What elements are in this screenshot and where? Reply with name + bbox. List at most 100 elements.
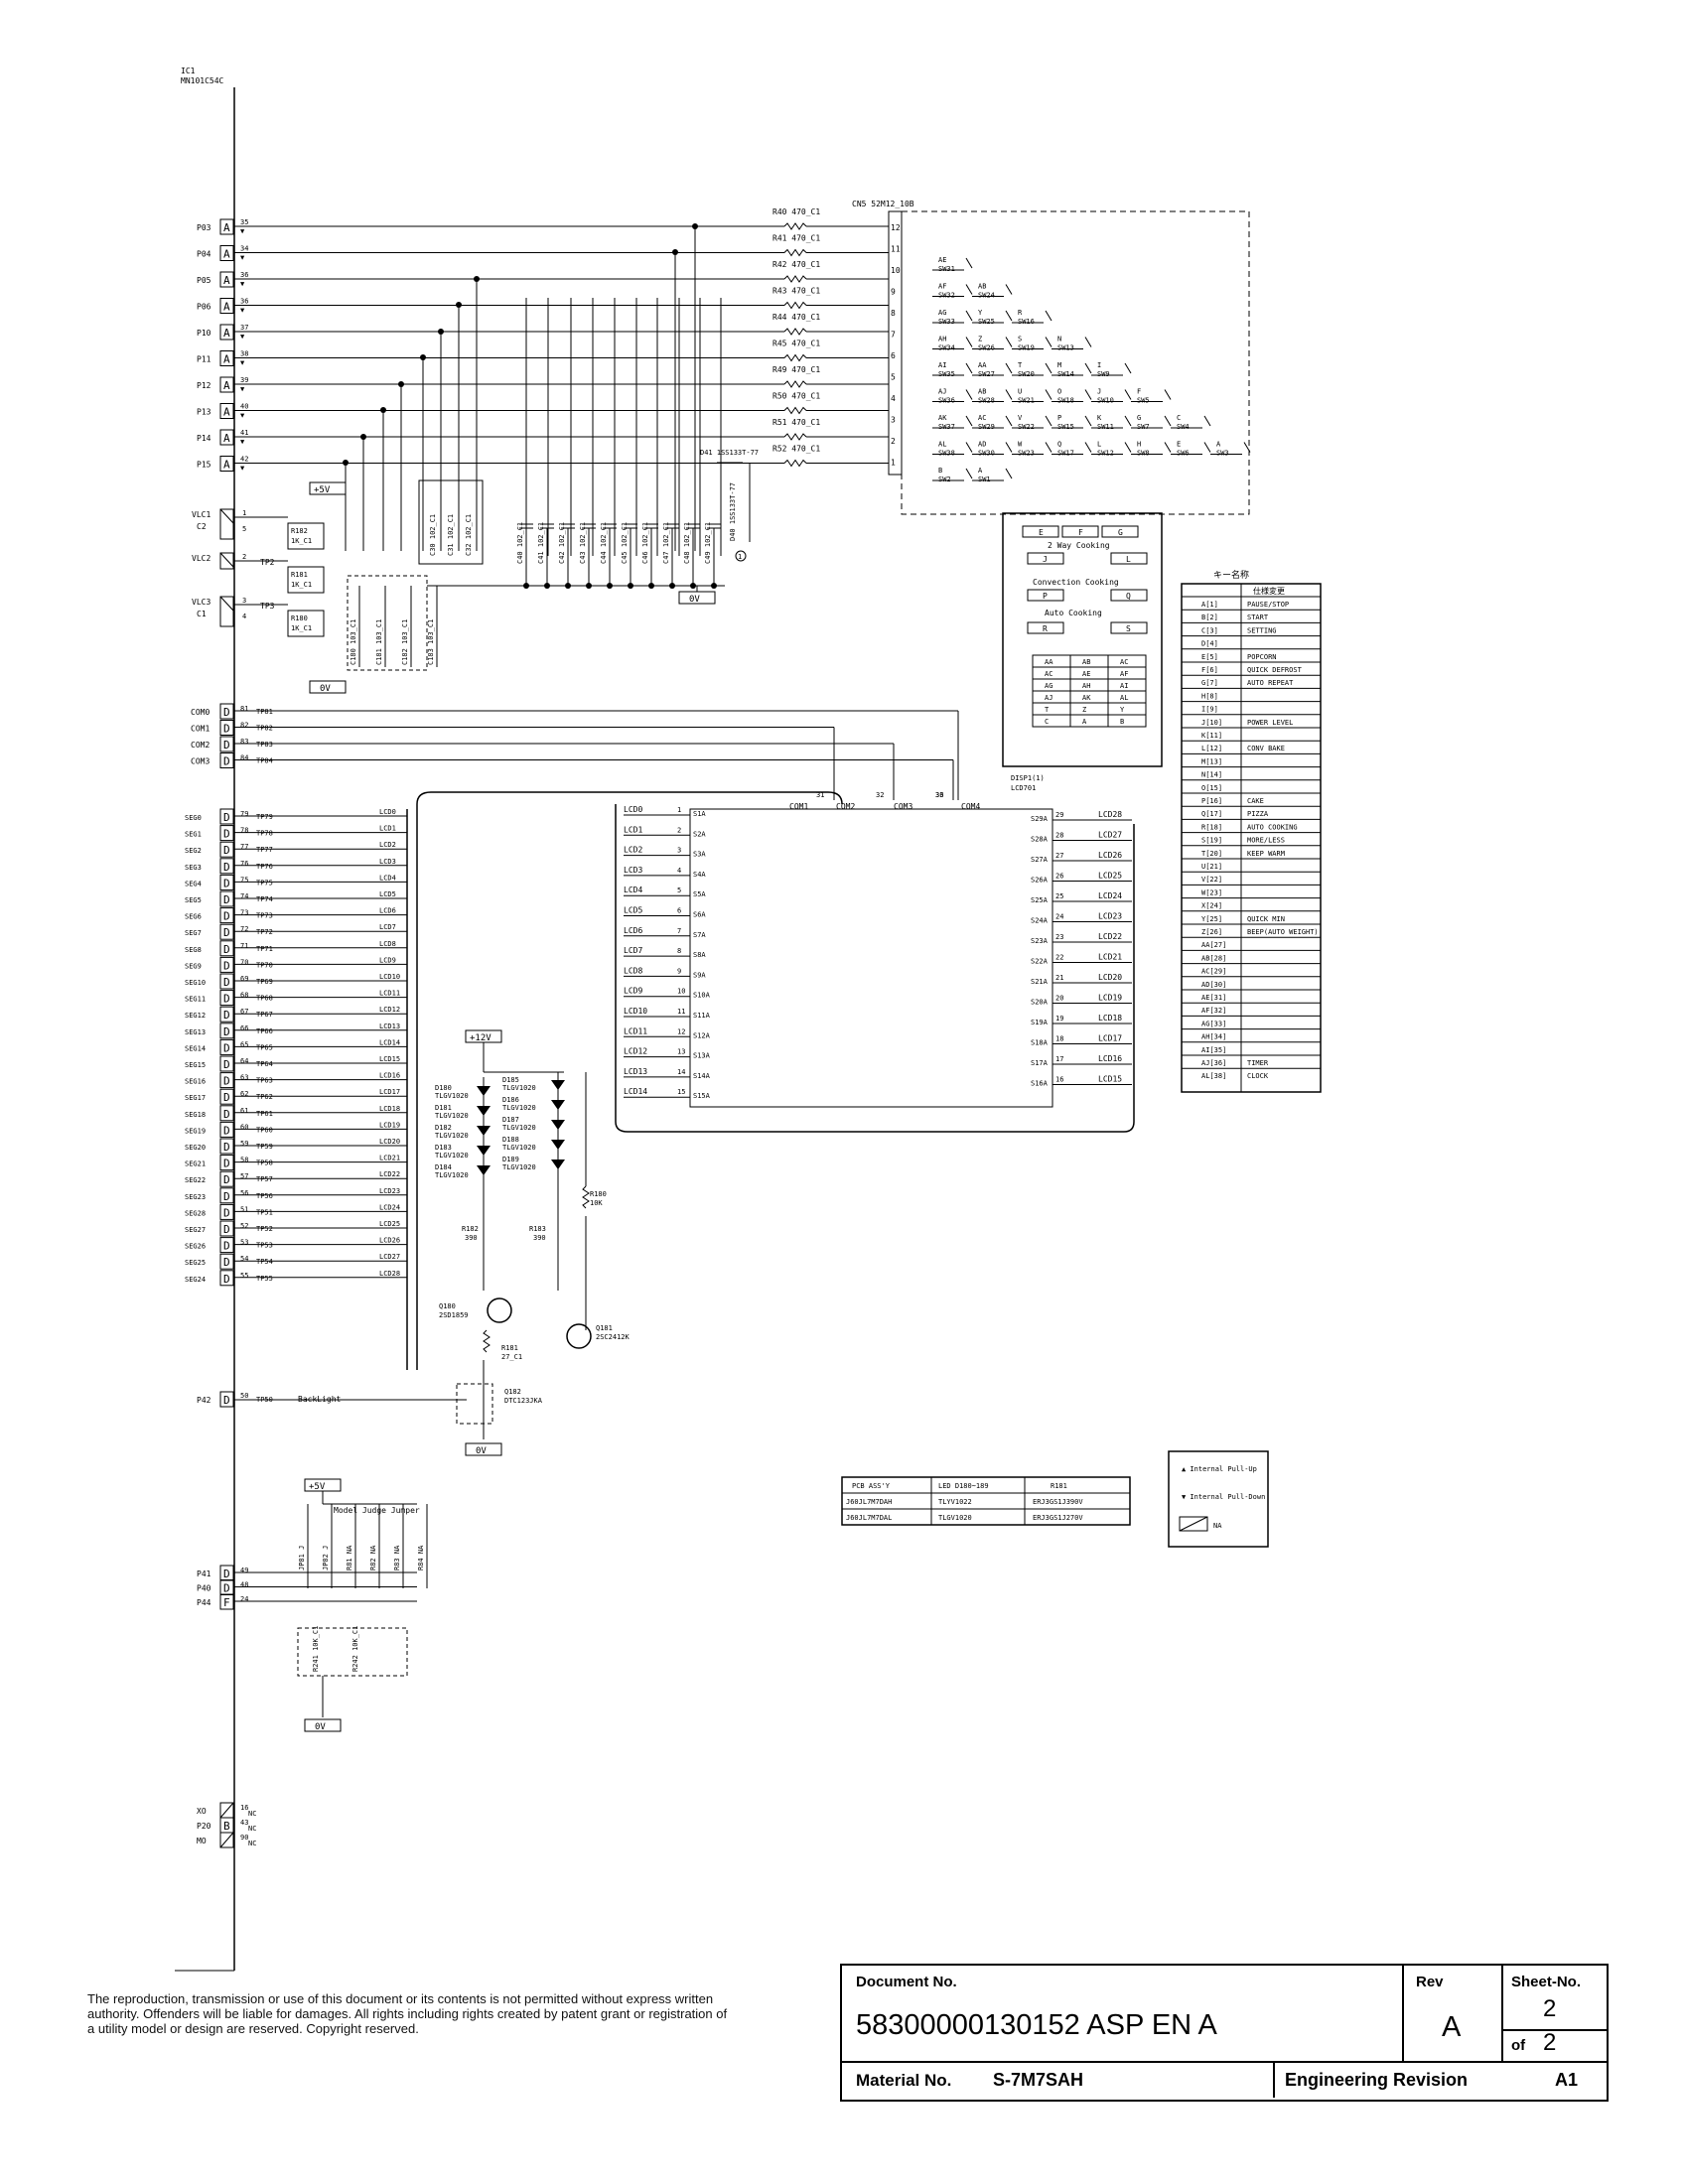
title-block: Document No. 58300000130152 ASP EN A Rev… (840, 1964, 1609, 2102)
lcd-left-pin: 3 (677, 847, 681, 855)
com-pin-box (219, 736, 234, 752)
switch-contact (1124, 389, 1132, 400)
seg-pin-number: 72 (240, 925, 248, 933)
lcd-net-left-LCD5: LCD5 (624, 906, 642, 915)
lcd-left-pin: 13 (677, 1048, 685, 1056)
pin-type-label: D (223, 976, 230, 989)
vlc-resistor-value: 1K_C1 (291, 581, 312, 589)
seg-pin-number: 58 (240, 1157, 248, 1164)
com-pin-number: 82 (240, 722, 248, 730)
switch-SW1: SW1 (978, 476, 991, 483)
key-table-function: BEEP(AUTO WEIGHT) (1247, 928, 1319, 936)
pin-number: 37 (240, 324, 248, 332)
switch-key-K: K (1097, 414, 1102, 422)
seg-pin-SEG1: SEG1 (185, 831, 202, 839)
vlc-pin-VLC3: VLC3 (192, 598, 210, 607)
keypad-key-Q (1110, 589, 1148, 602)
pin-type-label: A (223, 248, 230, 261)
connector-pin-5: 5 (891, 373, 896, 382)
switch-contact (1045, 389, 1052, 400)
seg-net-LCD1: LCD1 (379, 825, 396, 833)
vlc-resistor-box (287, 522, 325, 550)
pcb-table-header: PCB ASS'Y (852, 1482, 891, 1490)
pin-type-label: B (223, 1820, 230, 1833)
pin-type-label: D (223, 1582, 230, 1595)
switch-key-AD: AD (978, 441, 986, 449)
junction-dot (669, 583, 675, 589)
switch-key-AI: AI (938, 361, 946, 369)
lcd-display-box (689, 808, 1053, 1108)
seg-pin-SEG18: SEG18 (185, 1111, 206, 1119)
lcd-net-left-LCD9: LCD9 (624, 987, 642, 996)
lcd-left-seg-S7A: S7A (693, 931, 706, 939)
seg-pin-SEG26: SEG26 (185, 1243, 206, 1251)
seg-pin-number: 70 (240, 958, 248, 966)
seg-pin-box (219, 1253, 234, 1270)
key-capacitor-C45: C45 102_C1 (621, 522, 629, 564)
seg-pin-number: 61 (240, 1107, 248, 1115)
lcd-right-pin: 25 (1055, 892, 1063, 900)
switch-SW5: SW5 (1137, 397, 1150, 405)
pin-type-label: D (223, 1108, 230, 1121)
seg-net-LCD8: LCD8 (379, 940, 396, 948)
nc-pin-number: 43 (240, 1819, 248, 1827)
pin-type-label: A (223, 274, 230, 287)
legend-na-swatch (1179, 1516, 1208, 1532)
vlc-pin-box (219, 508, 234, 540)
switch-SW10: SW10 (1097, 397, 1114, 405)
seg-pin-number: 74 (240, 892, 248, 900)
seg-net-LCD21: LCD21 (379, 1155, 400, 1162)
lcd-left-seg-S10A: S10A (693, 992, 711, 1000)
switch-SW34: SW34 (938, 344, 955, 352)
seg-pin-number: 68 (240, 992, 248, 1000)
seg-pin-box (219, 1088, 234, 1105)
seg-net-LCD7: LCD7 (379, 923, 396, 931)
key-resistor-symbol (783, 406, 807, 415)
seg-net-LCD10: LCD10 (379, 973, 400, 981)
lcd-net-left-LCD10: LCD10 (624, 1007, 647, 1016)
vlc-pin-number: 4 (242, 613, 246, 620)
connector-pin-4: 4 (891, 394, 896, 403)
lcd-left-seg-S13A: S13A (693, 1052, 711, 1060)
lcd-net-left-LCD2: LCD2 (624, 846, 642, 855)
keypad-grid-label: AK (1082, 694, 1091, 702)
jumper-label: Model Judge Jumper (334, 1506, 420, 1515)
pcb-table-box (841, 1476, 1131, 1526)
seg-net-LCD27: LCD27 (379, 1253, 400, 1261)
switch-SW27: SW27 (978, 370, 995, 378)
switch-SW28: SW28 (978, 397, 995, 405)
seg-test-point: TP70 (256, 961, 273, 969)
seg-pin-SEG8: SEG8 (185, 946, 202, 954)
sheet-number-cell: Sheet-No. 2 of 2 (1503, 1966, 1607, 2063)
switch-SW8: SW8 (1137, 450, 1150, 458)
pin-box-P13 (219, 403, 234, 419)
jumper-part-3: R82 NA (369, 1545, 377, 1570)
lcd-left-pin: 14 (677, 1068, 685, 1076)
jumper-part-5: R84 NA (417, 1545, 425, 1570)
switch-contact (1164, 442, 1172, 453)
led-D180: D180 (435, 1084, 452, 1092)
key-table-key: D[4] (1201, 640, 1218, 648)
lcd-left-seg-S6A: S6A (693, 911, 706, 919)
pin-type-label: A (223, 327, 230, 340)
vlc-capacitor-2: C182 103_C1 (401, 619, 409, 665)
com-pin-COM3: COM3 (191, 757, 210, 766)
document-number: 58300000130152 ASP EN A (856, 2009, 1217, 2041)
lcd-net-right-LCD21: LCD21 (1098, 953, 1122, 962)
seg-pin-SEG15: SEG15 (185, 1061, 206, 1069)
seg-test-point: TP55 (256, 1275, 273, 1283)
seg-pin-SEG27: SEG27 (185, 1226, 206, 1234)
seg-pin-number: 76 (240, 860, 248, 868)
lcd-net-right-LCD20: LCD20 (1098, 973, 1122, 982)
seg-pin-SEG2: SEG2 (185, 847, 202, 855)
seg-test-point: TP77 (256, 846, 273, 854)
switch-SW29: SW29 (978, 423, 995, 431)
switch-contact (965, 257, 973, 269)
switch-SW20: SW20 (1018, 370, 1035, 378)
keypad-grid-label: AI (1120, 682, 1128, 690)
vlc-sub-VLC1: C2 (197, 522, 207, 531)
switch-contact (1084, 337, 1092, 347)
key-table-key: Y[25] (1201, 915, 1222, 923)
lcd-left-seg-S9A: S9A (693, 971, 706, 979)
